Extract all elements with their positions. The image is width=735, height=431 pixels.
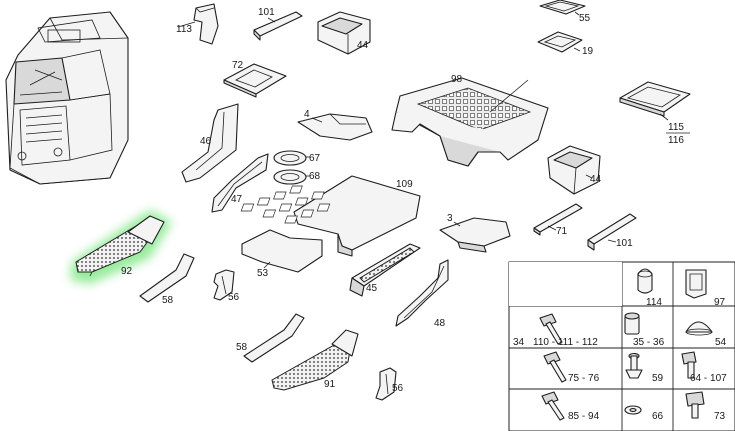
part-44-storage-box-top[interactable]: 44 — [317, 11, 371, 55]
label-4: 4 — [304, 109, 310, 120]
label-48: 48 — [434, 318, 446, 329]
part-71-strip[interactable]: 71 — [533, 203, 583, 237]
part-109-floor-mat[interactable]: 109 — [240, 175, 421, 257]
part-101-bar-top[interactable]: 101 — [253, 7, 303, 41]
legend-label-66: 66 — [652, 411, 664, 422]
part-46-side-trim[interactable]: 46 — [181, 103, 239, 183]
part-56-bracket-lower[interactable]: 56 — [375, 367, 404, 401]
label-109: 109 — [396, 179, 413, 190]
label-58-lower: 58 — [236, 342, 248, 353]
legend-item-73-fastener[interactable]: 73 — [685, 391, 726, 422]
label-56-upper: 56 — [228, 292, 240, 303]
label-67: 67 — [309, 153, 321, 164]
legend-item-97-clip[interactable]: 97 — [685, 269, 726, 308]
legend-item-114-plug[interactable]: 114 — [637, 268, 662, 308]
part-19-gasket[interactable]: 19 — [537, 31, 594, 57]
part-72-panel[interactable]: 72 — [223, 60, 287, 98]
label-71: 71 — [556, 226, 568, 237]
part-67-grommet[interactable]: 67 — [273, 150, 321, 166]
legend-label-64-107: 64 - 107 — [690, 373, 727, 384]
legend-item-64-107-bolt[interactable]: 64 - 107 — [681, 351, 727, 384]
label-98: 98 — [451, 74, 463, 85]
part-45-vent-rail[interactable]: 45 — [349, 243, 421, 297]
label-113: 113 — [176, 24, 192, 35]
legend-label-54: 54 — [715, 337, 727, 348]
label-116: 116 — [668, 135, 684, 146]
label-47: 47 — [231, 194, 243, 205]
part-98-floor-panel[interactable]: 98 — [391, 74, 549, 167]
part-4-trim[interactable]: 4 — [297, 109, 373, 141]
legend-item-66-washer[interactable]: 66 — [624, 405, 664, 422]
label-58-upper: 58 — [162, 295, 174, 306]
part-48-side-trim[interactable]: 48 — [395, 259, 449, 329]
part-47-side-trim[interactable]: 47 — [211, 153, 269, 213]
label-68: 68 — [309, 171, 321, 182]
legend-item-34-110-screw[interactable]: 34 110 - 111 - 112 — [513, 313, 598, 348]
legend-item-75-76-screw[interactable]: 75 - 76 — [543, 351, 600, 384]
legend-label-110-111-112: 110 - 111 - 112 — [533, 337, 598, 348]
label-56-lower: 56 — [392, 383, 404, 394]
legend-label-85-94: 85 - 94 — [568, 411, 600, 422]
label-101-right: 101 — [616, 238, 633, 249]
part-53-plate[interactable]: 53 — [241, 229, 323, 279]
label-44-right: 44 — [590, 174, 602, 185]
label-101-top: 101 — [258, 7, 275, 18]
part-55-cover[interactable]: 55 — [539, 0, 591, 24]
legend-item-59-stud[interactable]: 59 — [625, 352, 664, 385]
label-46: 46 — [200, 136, 212, 147]
legend-label-34: 34 — [513, 337, 525, 348]
part-68-grommet[interactable]: 68 — [273, 169, 321, 185]
part-58-rail-upper[interactable]: 58 — [139, 253, 195, 306]
part-91-floor-rail[interactable]: 91 — [271, 329, 359, 391]
legend-label-59: 59 — [652, 373, 664, 384]
part-92-floor-rail-highlighted[interactable]: 92 — [70, 210, 172, 284]
label-45: 45 — [366, 283, 378, 294]
label-92: 92 — [121, 266, 133, 277]
label-19: 19 — [582, 46, 594, 57]
legend-label-114: 114 — [646, 297, 662, 308]
label-91: 91 — [324, 379, 336, 390]
legend-label-75-76: 75 - 76 — [568, 373, 600, 384]
label-115: 115 — [668, 122, 684, 133]
part-56-bracket-upper[interactable]: 56 — [213, 269, 240, 303]
truck-cab-illustration — [5, 11, 129, 185]
part-58-rail-lower[interactable]: 58 — [236, 313, 305, 363]
label-53: 53 — [257, 268, 269, 279]
legend-label-35-36: 35 - 36 — [633, 337, 665, 348]
part-101-bar-right[interactable]: 101 — [587, 213, 637, 251]
label-72: 72 — [232, 60, 244, 71]
legend-label-73: 73 — [714, 411, 726, 422]
part-115-116-hatch-cover[interactable]: 115 116 — [619, 81, 691, 146]
legend-item-85-94-screw[interactable]: 85 - 94 — [541, 391, 600, 422]
legend-item-35-36-clip[interactable]: 35 - 36 — [624, 312, 665, 348]
label-3: 3 — [447, 213, 453, 224]
part-113-bracket[interactable]: 113 — [176, 3, 219, 45]
part-44-storage-box-right[interactable]: 44 — [547, 145, 602, 195]
part-3-cover[interactable]: 3 — [439, 213, 511, 253]
label-55: 55 — [579, 13, 591, 24]
label-44-top: 44 — [357, 40, 369, 51]
legend-item-54-cap[interactable]: 54 — [685, 321, 727, 348]
legend-label-97: 97 — [714, 297, 726, 308]
